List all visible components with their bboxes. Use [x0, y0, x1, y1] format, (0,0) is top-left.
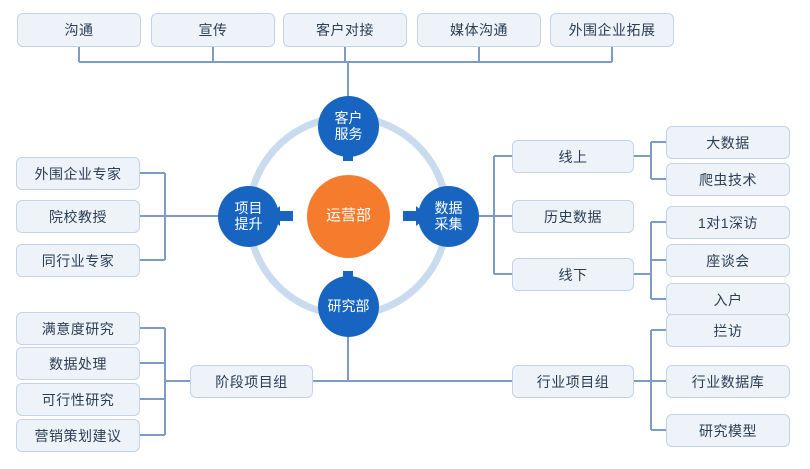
node-label: 爬虫技术 — [699, 171, 757, 188]
node-label: 客户对接 — [316, 22, 374, 38]
node-online-child-1[interactable]: 大数据 — [666, 126, 790, 159]
node-offline-child-1[interactable]: 1对1深访 — [666, 206, 790, 239]
node-top-4[interactable]: 媒体沟通 — [417, 13, 541, 47]
node-top-2[interactable]: 宣传 — [151, 13, 275, 47]
hub-label-line1: 客户 — [334, 109, 363, 126]
hub-label-line2: 采集 — [434, 215, 463, 232]
node-bottom-left-3[interactable]: 可行性研究 — [16, 383, 140, 416]
hub-label-line2: 服务 — [334, 125, 363, 142]
node-top-5[interactable]: 外围企业拓展 — [550, 13, 674, 47]
hub-label: 数据 采集 — [434, 199, 463, 232]
hub-label: 客户 服务 — [334, 109, 363, 142]
node-offline-child-2[interactable]: 座谈会 — [666, 244, 790, 277]
node-left-3[interactable]: 同行业专家 — [16, 244, 140, 277]
node-bottom-right-3[interactable]: 研究模型 — [666, 414, 790, 447]
hub-label-line1: 研究部 — [327, 297, 370, 314]
node-label: 行业数据库 — [691, 373, 765, 390]
node-offline-child-3[interactable]: 入户 — [666, 283, 790, 316]
node-top-1[interactable]: 沟通 — [17, 13, 141, 47]
node-label: 座谈会 — [706, 252, 750, 269]
node-top-3[interactable]: 客户对接 — [283, 13, 407, 47]
hub-operations-dept[interactable]: 运营部 — [307, 175, 390, 258]
node-right-online[interactable]: 线上 — [512, 140, 634, 173]
hub-data-collection[interactable]: 数据 采集 — [418, 186, 479, 247]
node-label: 院校教授 — [49, 208, 107, 225]
hub-label: 研究部 — [327, 297, 370, 315]
node-label: 同行业专家 — [41, 252, 115, 269]
node-label: 媒体沟通 — [450, 22, 508, 38]
node-label: 1对1深访 — [697, 214, 759, 231]
node-bottom-right-1[interactable]: 拦访 — [666, 314, 790, 347]
node-label: 入户 — [713, 291, 743, 308]
node-left-1[interactable]: 外围企业专家 — [16, 157, 140, 190]
node-label: 沟通 — [64, 22, 94, 38]
node-label: 拦访 — [713, 322, 743, 339]
node-bottom-left-4[interactable]: 营销策划建议 — [16, 419, 140, 452]
hub-research-dept[interactable]: 研究部 — [318, 276, 379, 337]
hub-label-line1: 项目 — [234, 199, 263, 216]
hub-label-line1: 数据 — [434, 199, 463, 216]
node-bottom-left-1[interactable]: 满意度研究 — [16, 312, 140, 345]
node-label: 线下 — [558, 266, 588, 283]
node-right-history[interactable]: 历史数据 — [512, 200, 634, 233]
hub-label-line2: 提升 — [234, 215, 263, 232]
node-bottom-right-2[interactable]: 行业数据库 — [666, 365, 790, 398]
hub-customer-service[interactable]: 客户 服务 — [318, 96, 379, 157]
node-label: 线上 — [558, 148, 588, 165]
node-label: 宣传 — [198, 22, 228, 38]
hub-label: 运营部 — [325, 207, 371, 225]
node-label: 外围企业拓展 — [568, 22, 656, 38]
hub-label: 项目 提升 — [234, 199, 263, 232]
node-bottom-left-2[interactable]: 数据处理 — [16, 347, 140, 380]
node-label: 行业项目组 — [536, 373, 610, 390]
hub-label-line1: 运营部 — [325, 207, 371, 225]
node-label: 可行性研究 — [41, 391, 115, 408]
node-label: 大数据 — [706, 134, 750, 151]
node-label: 外围企业专家 — [34, 165, 122, 182]
node-right-offline[interactable]: 线下 — [512, 258, 634, 291]
node-left-2[interactable]: 院校教授 — [16, 200, 140, 233]
node-industry-project-group[interactable]: 行业项目组 — [512, 365, 634, 398]
node-label: 研究模型 — [699, 422, 757, 439]
node-label: 营销策划建议 — [34, 427, 122, 444]
node-label: 数据处理 — [49, 355, 107, 372]
node-label: 阶段项目组 — [215, 373, 288, 390]
hub-project-improvement[interactable]: 项目 提升 — [218, 186, 279, 247]
node-stage-project-group[interactable]: 阶段项目组 — [190, 365, 313, 398]
node-label: 历史数据 — [544, 208, 602, 225]
node-label: 满意度研究 — [41, 320, 115, 337]
node-online-child-2[interactable]: 爬虫技术 — [666, 163, 790, 196]
